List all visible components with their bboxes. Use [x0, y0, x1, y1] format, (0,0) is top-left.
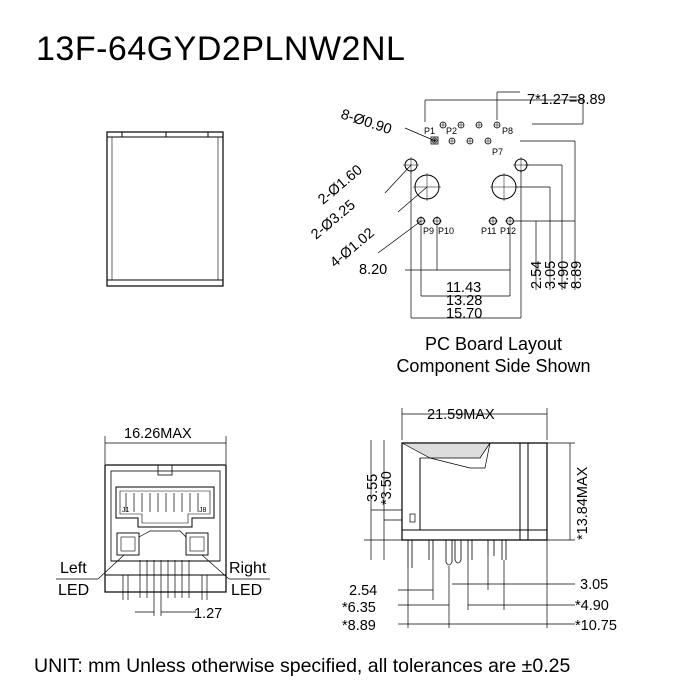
small-locating-holes [403, 157, 529, 173]
dim-4-90-side: *4.90 [575, 598, 609, 614]
front-width-max: 16.26MAX [124, 426, 192, 442]
tolerance-note: UNIT: mm Unless otherwise specified, all… [34, 655, 571, 677]
right-led-window [185, 532, 209, 556]
pcb-layout: P1 P2 P8 P7 [308, 91, 606, 322]
dim-3-05-side: 3.05 [580, 577, 608, 593]
large-hole-callout: 2-Ø3.25 [308, 197, 358, 243]
large-locating-holes [413, 173, 518, 201]
side-view: 21.59MAX [342, 407, 617, 634]
front-pin-pitch: 1.27 [194, 606, 222, 622]
signal-hole-callout: 8-Ø0.90 [339, 107, 394, 138]
front-view: 16.26MAX J1 J8 [56, 426, 270, 622]
contact-j8: J8 [199, 507, 207, 514]
side-length-max: 21.59MAX [427, 407, 495, 423]
dim-13-28: 13.28 [446, 293, 482, 309]
pin-label-p7: P7 [492, 147, 503, 157]
pin-label-p12: P12 [500, 226, 516, 236]
pitch-label: 7*1.27=8.89 [527, 92, 606, 108]
pin-label-p11: P11 [481, 226, 496, 236]
side-height-max: *13.84MAX [575, 466, 591, 540]
dim-2-54: 2.54 [529, 261, 545, 289]
pitch-dimension [424, 91, 584, 125]
dim-2-54-side: 2.54 [349, 583, 377, 599]
pcb-caption-line1: PC Board Layout [424, 334, 563, 354]
dim-3-55: 3.55 [365, 474, 381, 502]
right-led-label-line1: Right [229, 560, 267, 577]
part-number-title: 13F-64GYD2PLNW2NL [36, 30, 406, 68]
pin-label-p1: P1 [424, 126, 435, 136]
pin-label-p9: P9 [423, 226, 434, 236]
dim-10-75: *10.75 [575, 618, 617, 634]
pcb-caption-line2: Component Side Shown [396, 356, 591, 376]
led-holes [416, 216, 515, 226]
pin-label-p2: P2 [446, 126, 457, 136]
left-led-label-line1: Left [60, 560, 87, 577]
dim-8-89-side: *8.89 [342, 618, 376, 634]
small-hole-callout: 2-Ø1.60 [315, 162, 365, 208]
dim-8-89: 8.89 [569, 261, 585, 289]
pin-label-p10: P10 [438, 226, 454, 236]
pcb-layout-caption: PC Board Layout Component Side Shown [356, 333, 631, 377]
rear-view [106, 131, 224, 287]
contact-j1: J1 [122, 507, 130, 514]
dim-6-35: *6.35 [342, 600, 376, 616]
right-led-label-line2: LED [231, 582, 262, 599]
signal-holes [430, 121, 501, 145]
dim-8-20: 8.20 [359, 262, 387, 278]
dim-15-70: 15.70 [446, 306, 482, 322]
dim-3-05: 3.05 [543, 261, 559, 289]
left-led-window [116, 532, 140, 556]
dim-11-43: 11.43 [446, 280, 481, 296]
left-led-label-line2: LED [58, 582, 89, 599]
pin-label-p8: P8 [502, 126, 513, 136]
dim-3-50: *3.50 [379, 471, 395, 505]
dim-4-90: 4.90 [556, 261, 572, 289]
